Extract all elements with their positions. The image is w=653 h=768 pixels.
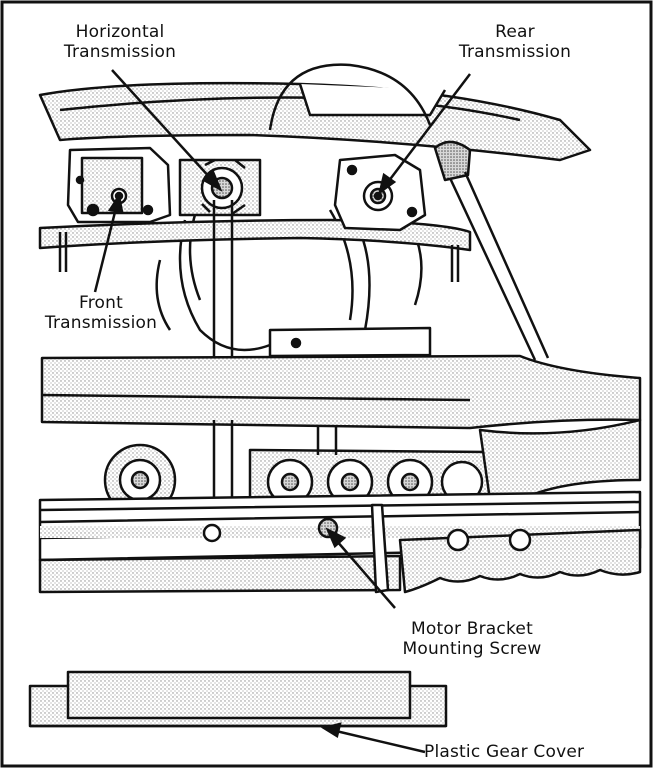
label-plastic-gear-cover: Plastic Gear Cover (424, 742, 585, 762)
label-line: Transmission (458, 42, 572, 62)
label-motor-bracket-screw: Motor Bracket Mounting Screw (372, 619, 572, 659)
wiper-linkage-assembly (38, 63, 592, 361)
label-horizontal-transmission: Horizontal Transmission (20, 22, 220, 62)
label-line: Transmission (44, 313, 158, 333)
label-line: Rear (495, 22, 535, 42)
label-front-transmission: Front Transmission (16, 293, 186, 333)
plastic-gear-cover-part (28, 670, 448, 728)
label-line: Transmission (63, 42, 177, 62)
motor-housing-body (38, 354, 642, 594)
label-rear-transmission: Rear Transmission (430, 22, 600, 62)
label-line: Motor Bracket (411, 619, 533, 639)
label-line: Mounting Screw (402, 639, 542, 659)
leader-lines (93, 69, 471, 754)
label-line: Front (79, 293, 123, 313)
label-line: Horizontal (75, 22, 165, 42)
